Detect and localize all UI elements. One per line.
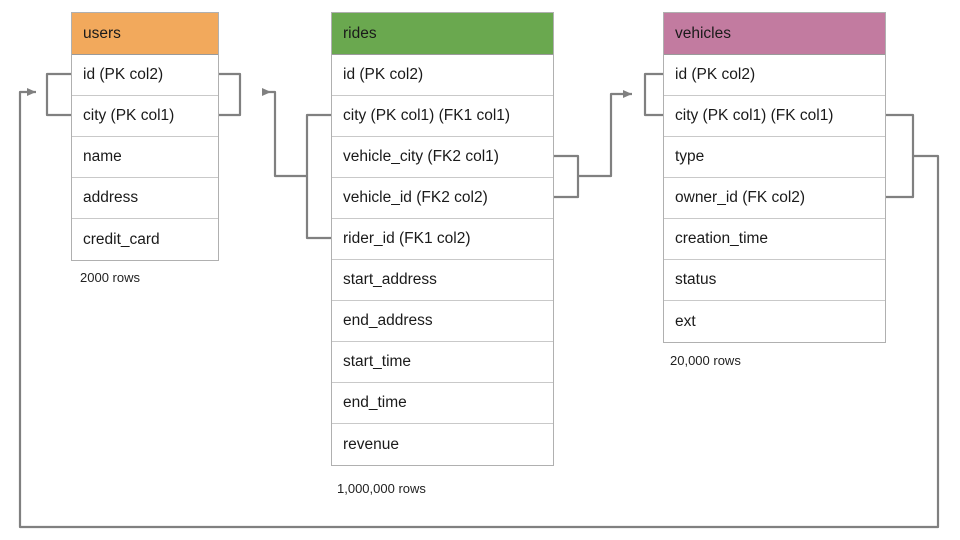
table-rides-header: rides bbox=[332, 13, 553, 55]
table-users-column-name[interactable]: name bbox=[72, 137, 218, 178]
table-rides[interactable]: rides id (PK col2) city (PK col1) (FK1 c… bbox=[331, 12, 554, 466]
table-users-row-count: 2000 rows bbox=[80, 270, 140, 285]
table-rides-column-revenue[interactable]: revenue bbox=[343, 435, 400, 453]
table-vehicles-row-count: 20,000 rows bbox=[670, 353, 741, 368]
table-vehicles-header: vehicles bbox=[664, 13, 885, 55]
table-vehicles-column-status[interactable]: status bbox=[664, 260, 885, 301]
table-users-header: users bbox=[72, 13, 218, 55]
table-vehicles-column-type[interactable]: type bbox=[664, 137, 885, 178]
table-users-column-id[interactable]: id (PK col2) bbox=[72, 55, 218, 96]
table-rides-column-vehicle-id[interactable]: vehicle_id (FK2 col2) bbox=[332, 178, 553, 219]
table-vehicles-column-id[interactable]: id (PK col2) bbox=[664, 55, 885, 96]
table-users-column-credit-card[interactable]: credit_card bbox=[83, 230, 160, 248]
table-users-column-city[interactable]: city (PK col1) bbox=[72, 96, 218, 137]
table-users[interactable]: users id (PK col2) city (PK col1) name a… bbox=[71, 12, 219, 261]
table-rides-column-end-time[interactable]: end_time bbox=[332, 383, 553, 424]
table-vehicles-column-creation-time[interactable]: creation_time bbox=[664, 219, 885, 260]
table-rides-column-start-time[interactable]: start_time bbox=[332, 342, 553, 383]
table-users-column-address[interactable]: address bbox=[72, 178, 218, 219]
table-vehicles-column-city[interactable]: city (PK col1) (FK col1) bbox=[664, 96, 885, 137]
table-rides-column-city[interactable]: city (PK col1) (FK1 col1) bbox=[332, 96, 553, 137]
table-rides-row-count: 1,000,000 rows bbox=[337, 481, 426, 496]
table-vehicles-column-ext[interactable]: ext bbox=[675, 312, 696, 330]
table-rides-column-end-address[interactable]: end_address bbox=[332, 301, 553, 342]
table-rides-column-vehicle-city[interactable]: vehicle_city (FK2 col1) bbox=[332, 137, 553, 178]
table-vehicles-column-owner-id[interactable]: owner_id (FK col2) bbox=[664, 178, 885, 219]
connector-rides-to-users bbox=[219, 72, 331, 240]
table-rides-column-start-address[interactable]: start_address bbox=[332, 260, 553, 301]
table-rides-column-id[interactable]: id (PK col2) bbox=[332, 55, 553, 96]
table-rides-column-rider-id[interactable]: rider_id (FK1 col2) bbox=[332, 219, 553, 260]
table-vehicles[interactable]: vehicles id (PK col2) city (PK col1) (FK… bbox=[663, 12, 886, 343]
connector-rides-to-vehicles bbox=[554, 72, 663, 199]
